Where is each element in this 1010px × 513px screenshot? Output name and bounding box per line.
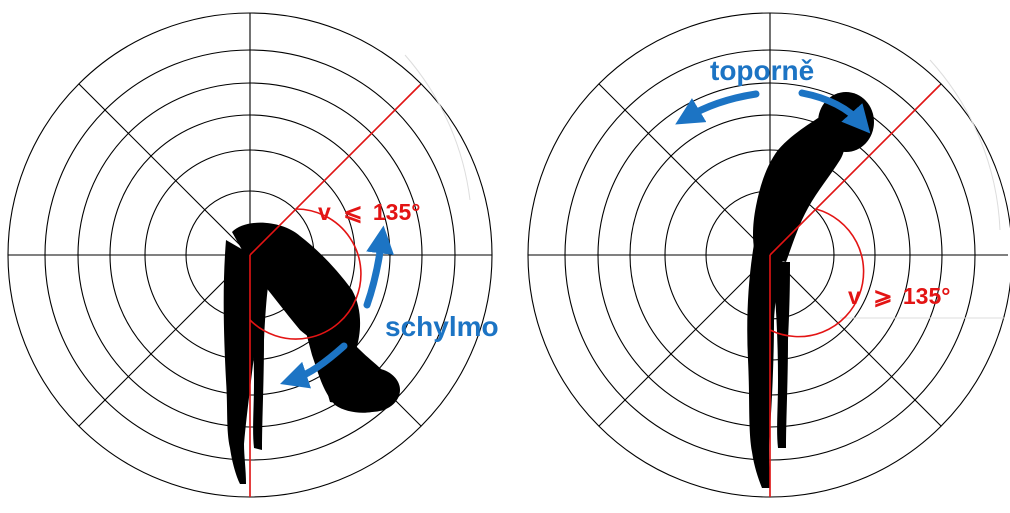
left-panel: v ⩽ 135° schylmo [7,12,499,498]
left-motion-arrows [280,225,394,389]
right-arrow-back [675,90,760,125]
left-angle-marker [249,84,421,497]
left-arrow-down [280,342,348,389]
left-motion-label: schylmo [385,311,499,342]
right-arrow-forward [798,89,871,134]
right-panel: v ⩾ 135° toporně [527,12,1010,498]
right-angle-marker [769,84,941,497]
left-angle-label: v ⩽ 135° [318,199,420,225]
right-angle-label: v ⩾ 135° [848,283,950,309]
right-motion-arrows [675,89,871,134]
right-motion-label: toporně [710,55,814,86]
left-arrow-up [363,225,394,309]
